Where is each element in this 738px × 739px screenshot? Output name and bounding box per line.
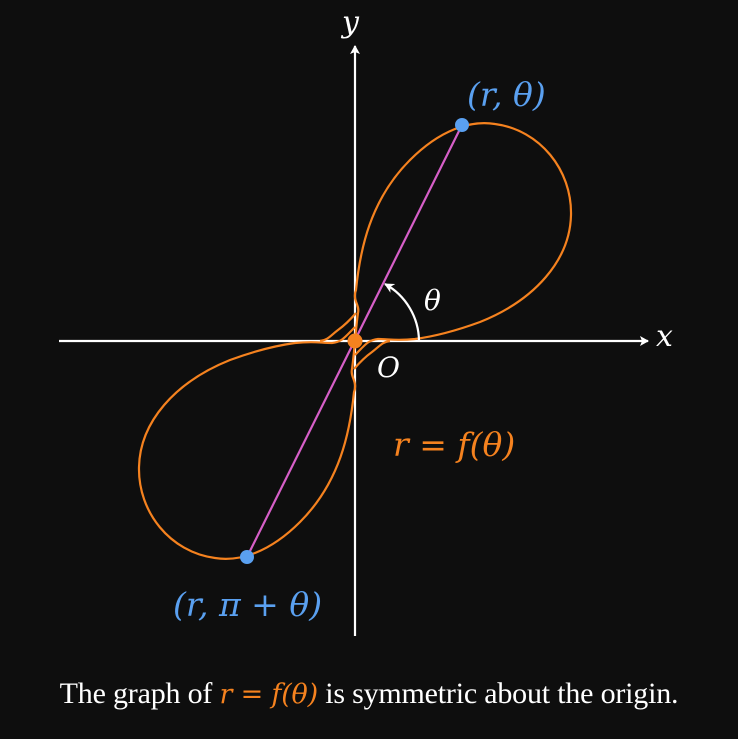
curve-origin-wiggle-upper (319, 312, 357, 343)
caption-text-before: The graph of (59, 677, 220, 710)
point-r-theta (455, 118, 469, 132)
curve-lower-lobe (137, 326, 357, 560)
point-lower-label: (r, π + θ) (173, 585, 323, 624)
figure-caption: The graph of r = f(θ) is symmetric about… (0, 677, 738, 711)
point-r-pi-plus-theta (240, 550, 254, 564)
point-upper-label: (r, θ) (467, 75, 546, 114)
curve-equation-label: r = f(θ) (393, 425, 516, 464)
origin-dot (347, 333, 363, 349)
caption-text-after: is symmetric about the origin. (317, 677, 679, 710)
origin-label: O (377, 351, 400, 384)
curve-origin-wiggle-lower (353, 339, 391, 370)
y-axis-label: y (342, 5, 359, 40)
angle-arc (384, 283, 421, 342)
curve-upper-lobe (353, 122, 573, 356)
x-axis-label: x (656, 319, 673, 354)
angle-label: θ (424, 284, 441, 317)
caption-math: r = f(θ) (219, 679, 319, 710)
